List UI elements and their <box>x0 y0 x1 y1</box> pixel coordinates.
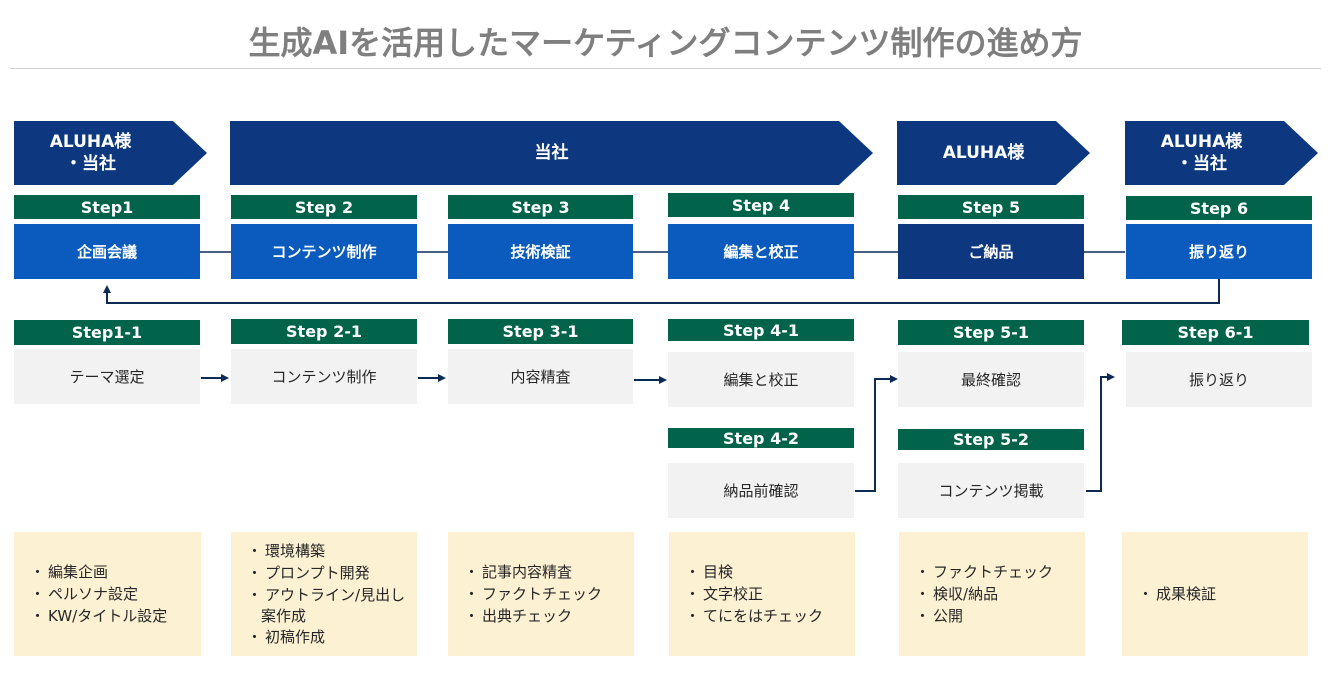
actor-label: ALUHA様 <box>942 143 1025 163</box>
task-item: ・環境構築 <box>247 542 326 560</box>
task-item: ・公開 <box>915 607 964 625</box>
arrow-4-5 <box>855 375 898 492</box>
task-item: ・成果検証 <box>1138 585 1217 603</box>
task-item: ・記事内容精査 <box>464 563 573 581</box>
substep-box-6-1: 振り返り <box>1126 352 1312 407</box>
step-label-6: Step 6 <box>1126 196 1312 220</box>
task-item: ・ペルソナ設定 <box>30 585 139 603</box>
task-item: ・ファクトチェック <box>915 563 1054 581</box>
step-box-1: 企画会議 <box>14 224 200 279</box>
substep-box-3-1: 内容精査 <box>448 349 633 404</box>
actor-label: ALUHA様 <box>49 132 132 152</box>
title-divider <box>10 68 1321 69</box>
task-list: ・環境構築 ・プロンプト開発 ・アウトライン/見出し案作成 ・初稿作成 <box>247 540 405 648</box>
task-note-3: ・記事内容精査 ・ファクトチェック ・出典チェック <box>448 532 634 656</box>
actor-banner-4: ALUHA様・当社 <box>1125 121 1318 185</box>
feedback-loop-arrow <box>103 279 1220 304</box>
task-item: ・アウトライン/見出し案作成 <box>247 586 406 625</box>
actor-label: 当社 <box>534 143 569 163</box>
task-note-6: ・成果検証 <box>1122 532 1308 656</box>
actor-label-sub: ・当社 <box>64 154 116 174</box>
step-box-6: 振り返り <box>1126 224 1312 279</box>
task-list: ・目検 ・文字校正 ・てにをはチェック <box>685 561 823 627</box>
task-item: ・初稿作成 <box>247 628 326 646</box>
task-list: ・ファクトチェック ・検収/納品 ・公開 <box>915 561 1053 627</box>
step-label-2: Step 2 <box>231 195 417 219</box>
task-item: ・編集企画 <box>30 563 109 581</box>
substep-box-4-1: 編集と校正 <box>668 352 854 407</box>
arrow-5-6 <box>1086 373 1115 492</box>
page-title: 生成AIを活用したマーケティングコンテンツ制作の進め方 <box>248 24 1083 62</box>
step-box-2: コンテンツ制作 <box>231 224 417 279</box>
substep-label-5-1: Step 5-1 <box>898 320 1084 345</box>
actor-banner-1: ALUHA様・当社 <box>14 121 207 185</box>
task-item: ・KW/タイトル設定 <box>30 607 168 625</box>
step-box-3: 技術検証 <box>448 224 633 279</box>
substep-label-2-1: Step 2-1 <box>231 319 417 344</box>
substep-box-5-1: 最終確認 <box>898 352 1084 407</box>
task-list: ・記事内容精査 ・ファクトチェック ・出典チェック <box>464 561 602 627</box>
substep-box-5-2: コンテンツ掲載 <box>898 463 1084 518</box>
substep-label-3-1: Step 3-1 <box>448 319 633 344</box>
task-item: ・検収/納品 <box>915 585 999 603</box>
task-note-1: ・編集企画 ・ペルソナ設定 ・KW/タイトル設定 <box>14 532 201 656</box>
substep-label-1-1: Step1-1 <box>14 320 200 345</box>
task-note-5: ・ファクトチェック ・検収/納品 ・公開 <box>899 532 1085 656</box>
step-box-5: ご納品 <box>898 224 1084 279</box>
step-label-5: Step 5 <box>898 195 1084 219</box>
step-label-4: Step 4 <box>668 193 854 217</box>
substep-box-2-1: コンテンツ制作 <box>231 349 417 404</box>
task-item: ・プロンプト開発 <box>247 564 370 582</box>
actor-label: ALUHA様 <box>1160 132 1243 152</box>
step-label-1: Step1 <box>14 195 200 219</box>
task-item: ・文字校正 <box>685 585 764 603</box>
step-box-4: 編集と校正 <box>668 224 854 279</box>
actor-banner-2: 当社 <box>230 121 873 185</box>
task-item: ・てにをはチェック <box>685 607 824 625</box>
substep-label-4-2: Step 4-2 <box>668 428 854 448</box>
task-list: ・成果検証 <box>1138 583 1216 605</box>
substep-label-4-1: Step 4-1 <box>668 319 854 341</box>
task-item: ・ファクトチェック <box>464 585 603 603</box>
task-item: ・目検 <box>685 563 734 581</box>
task-list: ・編集企画 ・ペルソナ設定 ・KW/タイトル設定 <box>30 561 167 627</box>
actor-label-sub: ・当社 <box>1175 154 1227 174</box>
task-note-4: ・目検 ・文字校正 ・てにをはチェック <box>669 532 855 656</box>
substep-label-5-2: Step 5-2 <box>898 429 1084 450</box>
task-note-2: ・環境構築 ・プロンプト開発 ・アウトライン/見出し案作成 ・初稿作成 <box>231 532 417 656</box>
substep-label-6-1: Step 6-1 <box>1122 320 1309 345</box>
task-item: ・出典チェック <box>464 607 573 625</box>
actor-banner-3: ALUHA様 <box>897 121 1090 185</box>
substep-box-1-1: テーマ選定 <box>14 349 200 404</box>
substep-box-4-2: 納品前確認 <box>668 463 854 518</box>
step-label-3: Step 3 <box>448 195 633 219</box>
